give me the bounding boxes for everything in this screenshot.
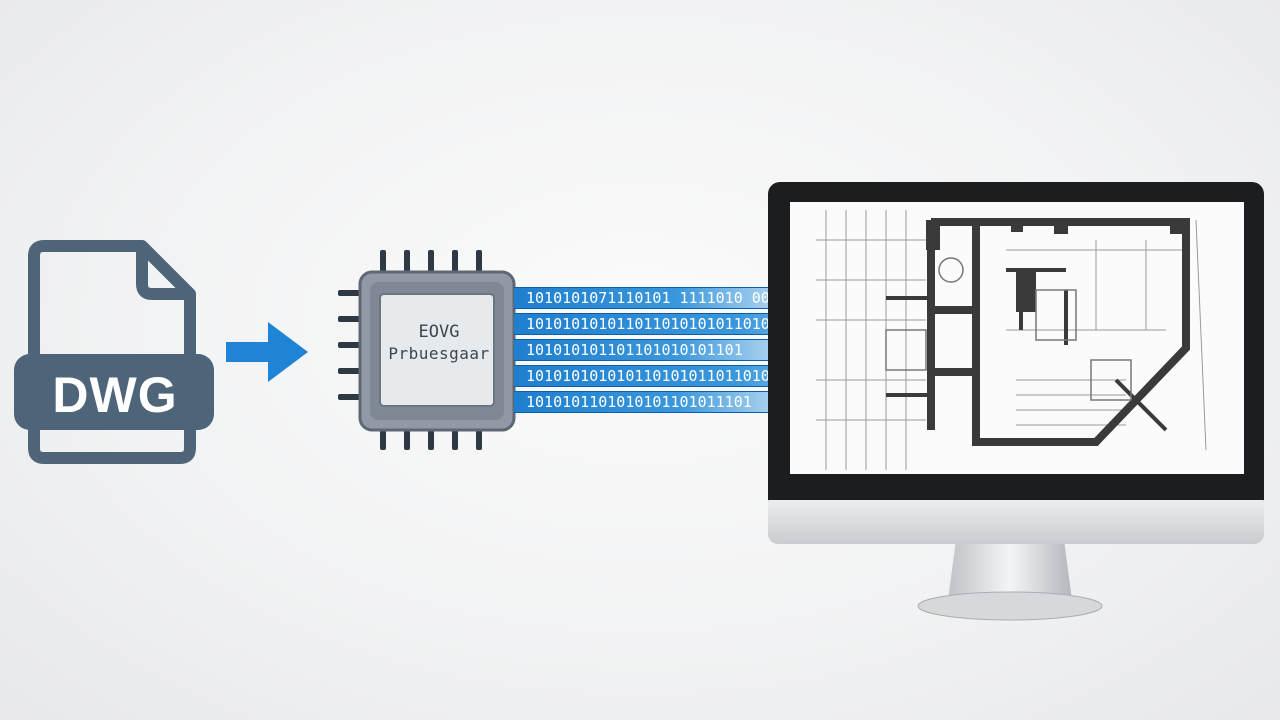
binary-stream-text: 1010101071110101 1111010 00 [526, 289, 770, 307]
binary-stream-text: 101010101101101010101101 [526, 341, 743, 359]
dwg-file-icon [14, 240, 214, 464]
binary-stream-5: 1010101101010101101011101 [514, 391, 810, 413]
binary-stream-1: 1010101071110101 1111010 00 [514, 287, 810, 309]
processor-label-line1: EOVG [418, 322, 460, 342]
binary-stream-text: 1010101101010101101011101 [526, 393, 752, 411]
binary-stream-text: 10101010101011010101101101010101 [526, 367, 815, 385]
binary-stream-3: 101010101101101010101101 [514, 339, 810, 361]
floor-plan-drawing [816, 210, 1207, 470]
processor-label-line2: Prbuesgaar [388, 344, 490, 363]
processor-chip-icon [338, 250, 516, 450]
monitor-icon [768, 182, 1264, 621]
binary-stream-text: 101010101011011010101011010101010 [526, 315, 825, 333]
dwg-file-label: DWG [52, 367, 178, 423]
arrow-right-icon [226, 322, 308, 382]
